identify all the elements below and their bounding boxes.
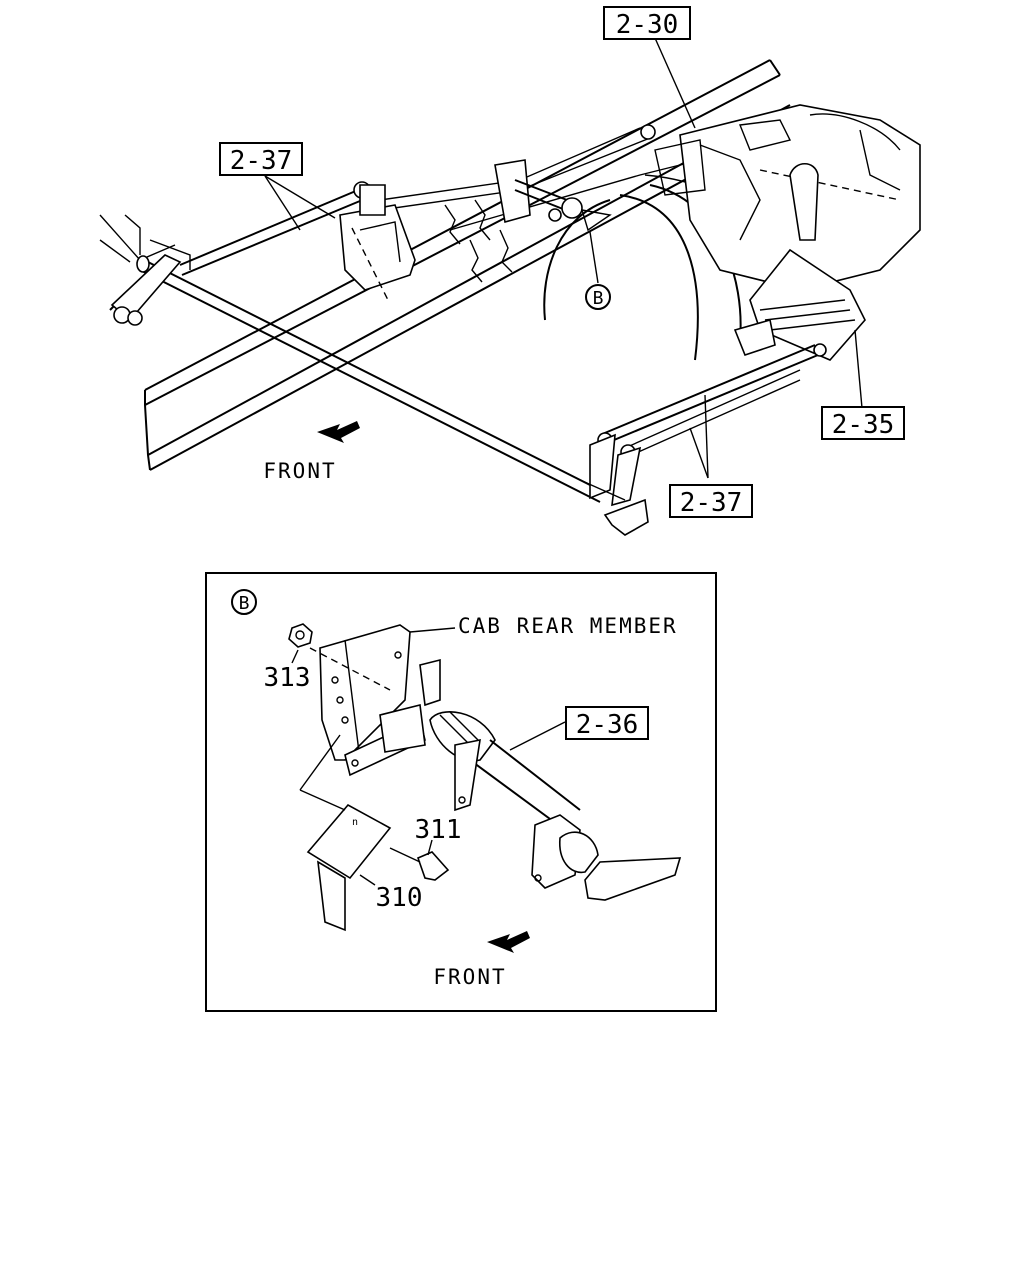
label-311: 311 xyxy=(415,815,462,845)
cover-bracket-310: n xyxy=(299,734,392,932)
svg-text:B: B xyxy=(239,593,250,614)
svg-text:FRONT: FRONT xyxy=(433,965,506,989)
label-310: 310 xyxy=(376,883,423,913)
callout-2-37-top: 2-37 xyxy=(219,142,303,176)
right-lever-bracket xyxy=(579,433,649,536)
inset-leaders xyxy=(359,721,566,886)
inset-marker-b: B xyxy=(231,589,257,615)
left-lever-bracket xyxy=(110,239,191,326)
shifter-tube xyxy=(429,711,682,901)
svg-text:FRONT: FRONT xyxy=(263,459,336,483)
callout-2-36: 2-36 xyxy=(565,706,649,740)
frame-rail xyxy=(99,59,796,471)
svg-text:2-36: 2-36 xyxy=(576,710,639,740)
bellcrank-b xyxy=(494,159,612,232)
callout-2-37-bottom: 2-37 xyxy=(669,484,753,518)
main-leaders xyxy=(264,37,863,479)
svg-text:2-35: 2-35 xyxy=(832,410,895,440)
svg-text:n: n xyxy=(352,817,358,828)
callout-2-35: 2-35 xyxy=(821,406,905,440)
svg-text:2-30: 2-30 xyxy=(616,10,679,40)
mid-bracket xyxy=(339,184,416,301)
cross-shaft xyxy=(136,255,601,503)
svg-text:2-37: 2-37 xyxy=(680,488,743,518)
callout-2-30: 2-30 xyxy=(603,6,691,40)
svg-text:2-37: 2-37 xyxy=(230,146,293,176)
lower-control-rods xyxy=(597,343,827,460)
label-313: 313 xyxy=(264,663,311,693)
label-cab-rear-member: CAB REAR MEMBER xyxy=(458,614,678,638)
detail-b-marker: B xyxy=(585,284,611,310)
front-arrow-inset: FRONT xyxy=(433,931,530,989)
bolt-311 xyxy=(389,839,450,881)
mount-bracket xyxy=(344,658,441,777)
detail-b-inset: B xyxy=(205,572,717,1012)
nut-313 xyxy=(288,623,313,664)
cab-rear-member xyxy=(309,624,456,761)
shift-lever-boot xyxy=(733,162,866,361)
svg-text:B: B xyxy=(593,288,604,309)
front-arrow-main: FRONT xyxy=(263,421,360,483)
main-view: 2-30 2-37 2-35 2-37 B FRONT xyxy=(99,6,921,536)
